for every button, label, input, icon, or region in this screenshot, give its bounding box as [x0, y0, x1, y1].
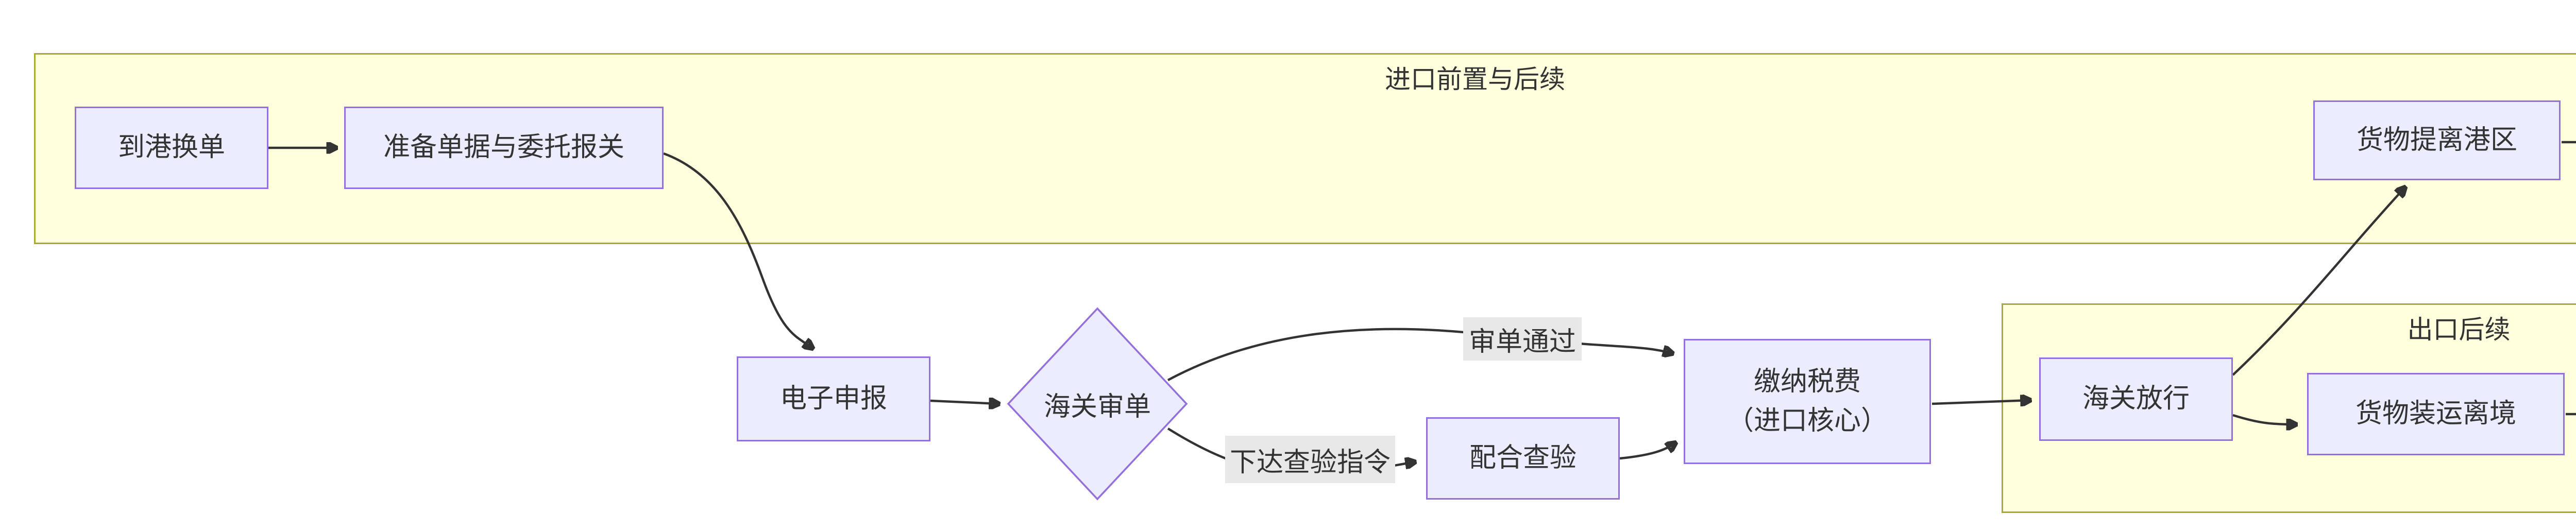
- node-inspection: 配合查验: [1426, 417, 1620, 500]
- node-arrival-label: 到港换单: [117, 132, 225, 163]
- edge-review-pass-to-pay: [1167, 328, 1672, 381]
- node-pay: 缴纳税费 （进口核心）: [1684, 339, 1931, 464]
- edge-prepare-to-declare: [663, 152, 812, 348]
- node-pay-label-line1: 缴纳税费: [1753, 367, 1861, 397]
- edge-label-order-inspection-text: 下达查验指令: [1229, 447, 1391, 477]
- node-shipment: 货物装运离境: [2307, 373, 2565, 455]
- edge-label-order-inspection: 下达查验指令: [1225, 436, 1395, 483]
- cluster-import-title: 进口前置与后续: [1385, 65, 1565, 94]
- edge-release-to-shipment: [2232, 414, 2296, 424]
- node-review-label: 海关审单: [1043, 391, 1151, 422]
- cluster-export: 出口后续: [2002, 303, 2576, 513]
- node-review-decision: 海关审单: [1007, 307, 1188, 501]
- cluster-export-title: 出口后续: [2407, 315, 2511, 344]
- node-arrival: 到港换单: [75, 107, 268, 189]
- node-declare-label: 电子申报: [779, 383, 887, 414]
- node-shipment-label: 货物装运离境: [2355, 399, 2516, 429]
- node-prepare: 准备单据与委托报关: [344, 107, 664, 189]
- edge-label-pass-text: 审单通过: [1468, 327, 1576, 357]
- edge-inspection-to-pay: [1619, 443, 1675, 460]
- node-prepare-label: 准备单据与委托报关: [383, 132, 624, 163]
- diamond-shape: [1007, 307, 1188, 501]
- node-inspection-label: 配合查验: [1469, 443, 1577, 473]
- node-release: 海关放行: [2039, 357, 2233, 441]
- edge-declare-to-review: [930, 401, 998, 404]
- edge-pay-to-release: [1931, 400, 2030, 404]
- node-pickup-label: 货物提离港区: [2356, 125, 2517, 155]
- edge-release-to-pickup: [2232, 187, 2405, 376]
- node-pay-label-line2: （进口核心）: [1726, 405, 1888, 436]
- node-release-label: 海关放行: [2082, 384, 2190, 414]
- node-pickup: 货物提离港区: [2313, 100, 2561, 180]
- edge-label-pass: 审单通过: [1463, 317, 1582, 361]
- node-declare: 电子申报: [737, 356, 930, 441]
